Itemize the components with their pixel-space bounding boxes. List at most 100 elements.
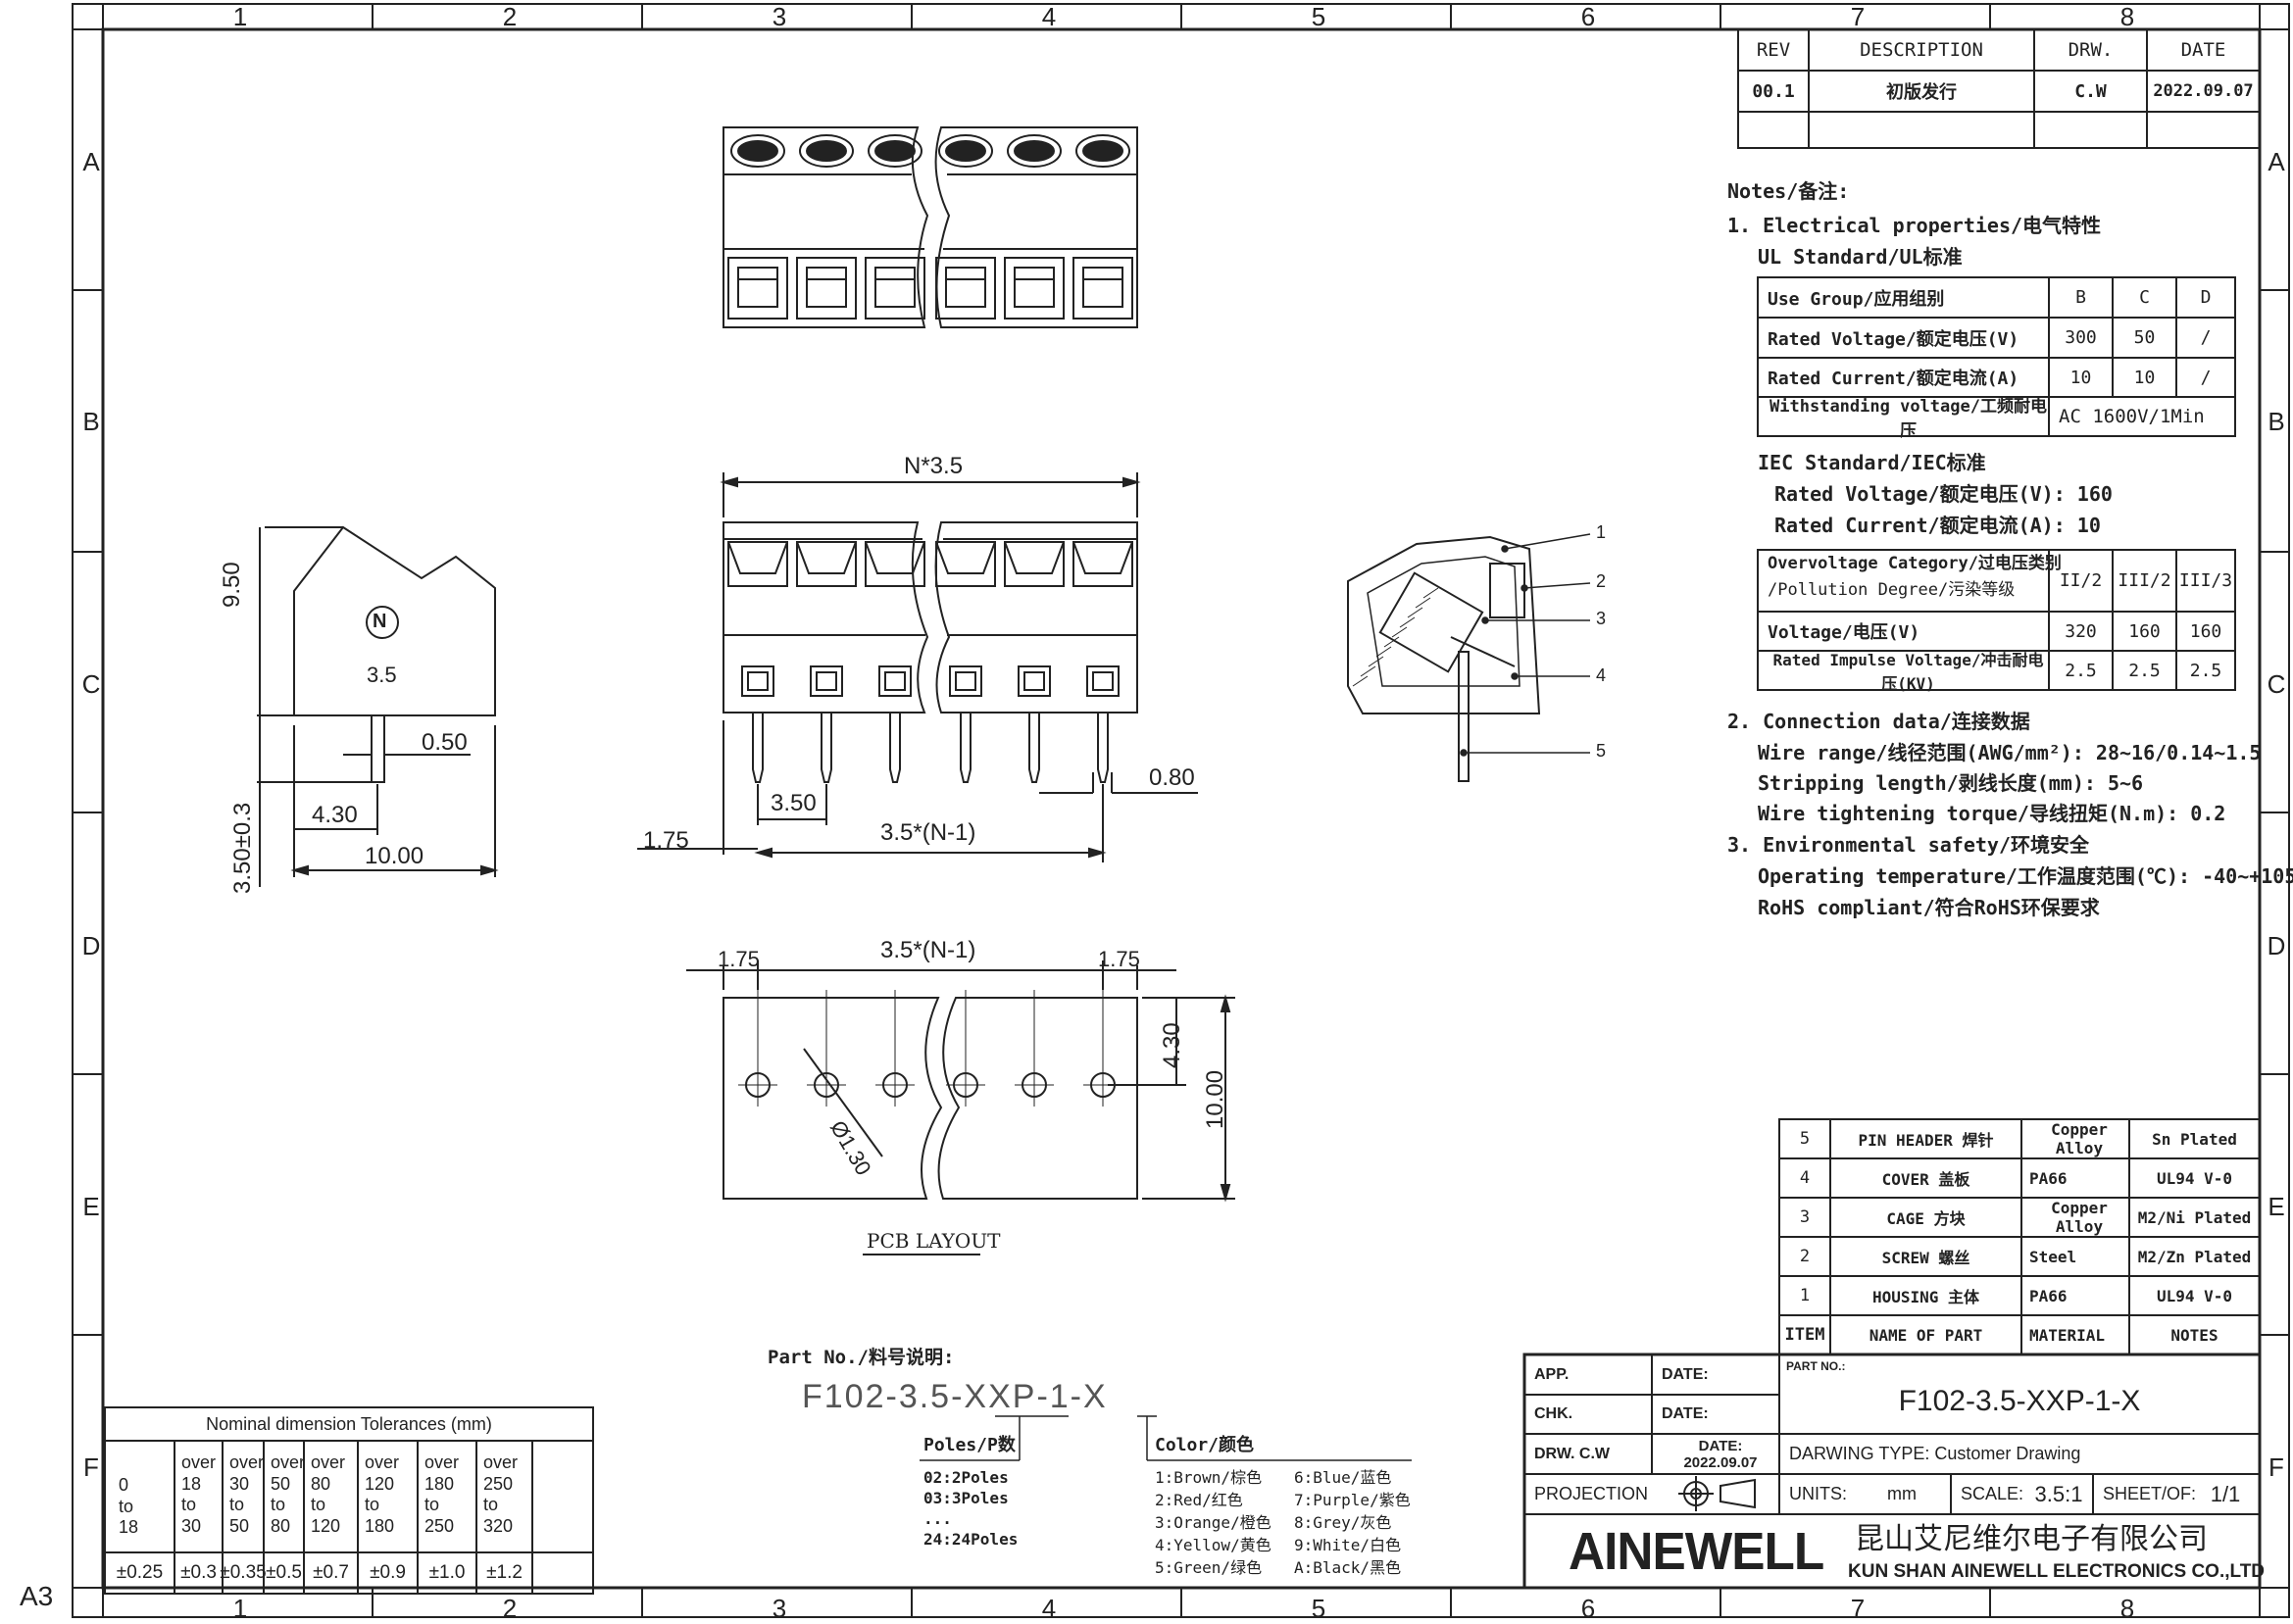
wire-entry: [796, 257, 857, 320]
screw-slot: [737, 140, 778, 162]
wire-entry-inner: [1082, 267, 1123, 308]
tolerance-table-lines: [104, 1406, 594, 1595]
iec-rated-current: Rated Current/额定电流(A): 10: [1774, 514, 2101, 537]
cover-window: [1072, 541, 1133, 587]
iec-impulse-3: 2.5: [2189, 660, 2222, 681]
bom-cell: ITEM: [1784, 1325, 1825, 1345]
drawing-type: DARWING TYPE: Customer Drawing: [1789, 1444, 2081, 1463]
front-edge-dim: 1.75: [643, 827, 689, 854]
callout-1: 1: [1596, 522, 1607, 542]
app-date-label: DATE:: [1662, 1365, 1709, 1383]
ul-current-b: 10: [2069, 367, 2092, 388]
pcb-layout-title: PCB LAYOUT: [867, 1229, 1001, 1253]
ul-withstand-value: AC 1600V/1Min: [2059, 406, 2205, 427]
grid-row-f: F: [83, 1452, 99, 1482]
cover-window: [1004, 541, 1065, 587]
drw-header: DRW.: [2068, 39, 2114, 61]
iec-pollution-label: /Pollution Degree/污染等级: [1768, 580, 2016, 600]
wire-entry: [1004, 257, 1065, 320]
chk-label: CHK.: [1534, 1405, 1573, 1422]
grid-row-a-right: A: [2268, 147, 2285, 176]
wire-entry-inner: [1014, 267, 1055, 308]
rohs-compliant: RoHS compliant/符合RoHS环保要求: [1758, 896, 2100, 919]
test-port: [810, 665, 843, 697]
color-9: 9:White/白色: [1294, 1536, 1402, 1554]
part-no-label: Part No./料号说明:: [768, 1347, 955, 1368]
screw-head: [1007, 134, 1062, 168]
pin: [960, 713, 972, 783]
grid-row-d-right: D: [2267, 931, 2286, 960]
callout-4: 4: [1596, 665, 1607, 685]
tolerance-value: ±1.0: [428, 1562, 466, 1583]
drw-date: DATE: 2022.09.07: [1683, 1437, 1758, 1471]
wire-range: Wire range/线径范围(AWG/mm²): 28~16/0.14~1.5: [1758, 741, 2262, 764]
screw-slot: [806, 140, 847, 162]
front-total-width-dim: N*3.5: [904, 453, 964, 479]
bom-cell: 1: [1799, 1286, 1811, 1305]
test-port: [949, 665, 982, 697]
ul-withstand-label: Withstanding voltage/工频耐电压: [1770, 397, 2047, 441]
tolerance-range: over 30 to 50: [229, 1452, 265, 1536]
test-port: [1018, 665, 1051, 697]
ul-voltage-b: 300: [2065, 327, 2097, 348]
side-height-dim: 9.50: [219, 562, 245, 608]
screw-head: [1075, 134, 1130, 168]
tolerance-value: ±0.9: [370, 1562, 406, 1583]
grid-col-8: 8: [2119, 2, 2135, 31]
pin: [1028, 713, 1040, 783]
grid-row-b: B: [82, 407, 100, 436]
side-width-dim: 10.00: [365, 843, 424, 869]
grid-row-b-right: B: [2268, 407, 2285, 436]
front-view: [637, 472, 1198, 862]
scale-value: 3.5:1: [2034, 1481, 2083, 1506]
pcb-span-dim: 3.5*(N-1): [880, 937, 976, 963]
ul-col-d: D: [2200, 287, 2212, 308]
bom-cell: M2/Zn Plated: [2137, 1247, 2252, 1266]
grid-row-e: E: [82, 1192, 100, 1221]
tolerance-range: 0 to 18: [119, 1475, 139, 1538]
ul-col-c: C: [2139, 287, 2150, 308]
screw-slot: [1082, 140, 1123, 162]
sheet-label: SHEET/OF:: [2103, 1484, 2197, 1503]
ul-voltage-d: /: [2200, 327, 2212, 348]
grid-col-3-bottom: 3: [772, 1594, 787, 1623]
tolerance-range: over 80 to 120: [311, 1452, 346, 1536]
iec-col-1: II/2: [2059, 570, 2103, 591]
bom-cell: UL94 V-0: [2156, 1286, 2233, 1305]
color-title: Color/颜色: [1155, 1435, 1255, 1455]
drw-value: C.W: [2074, 80, 2107, 102]
screw-slot: [1014, 140, 1055, 162]
grid-col-6-bottom: 6: [1580, 1594, 1596, 1623]
poles-2: 02:2Poles: [923, 1468, 1009, 1487]
cover-window: [796, 541, 857, 587]
ul-voltage-c: 50: [2133, 327, 2156, 348]
units-value: mm: [1887, 1484, 1917, 1503]
pin: [889, 713, 901, 783]
grid-col-3: 3: [772, 2, 787, 31]
part-no-lines: [920, 1415, 1412, 1461]
part-no-block-value: F102-3.5-XXP-1-X: [1898, 1385, 2141, 1417]
bom-cell: Copper Alloy: [2051, 1120, 2108, 1157]
screw-slot: [945, 140, 986, 162]
grid-row-e-right: E: [2268, 1192, 2285, 1221]
scale-label: SCALE:: [1961, 1484, 2024, 1503]
color-2: 2:Red/红色: [1155, 1491, 1243, 1509]
desc-header: DESCRIPTION: [1860, 39, 1983, 61]
date-value: 2022.09.07: [2153, 81, 2254, 101]
app-label: APP.: [1534, 1365, 1570, 1383]
tolerance-value: ±1.2: [486, 1562, 523, 1583]
side-view: [257, 525, 499, 887]
bom-cell: PA66: [2029, 1286, 2068, 1305]
cover-window: [727, 541, 788, 587]
ul-current-d: /: [2200, 367, 2212, 388]
bom-cell: HOUSING 主体: [1871, 1288, 1980, 1306]
tolerance-value: ±0.7: [313, 1562, 349, 1583]
poles-3: 03:3Poles: [923, 1489, 1009, 1507]
desc-value: 初版发行: [1886, 82, 1957, 103]
date-header: DATE: [2180, 39, 2226, 61]
cover-window: [935, 541, 996, 587]
grid-col-1-bottom: 1: [232, 1594, 248, 1623]
bom-table-lines: [1778, 1118, 2261, 1355]
ul-current-c: 10: [2133, 367, 2156, 388]
